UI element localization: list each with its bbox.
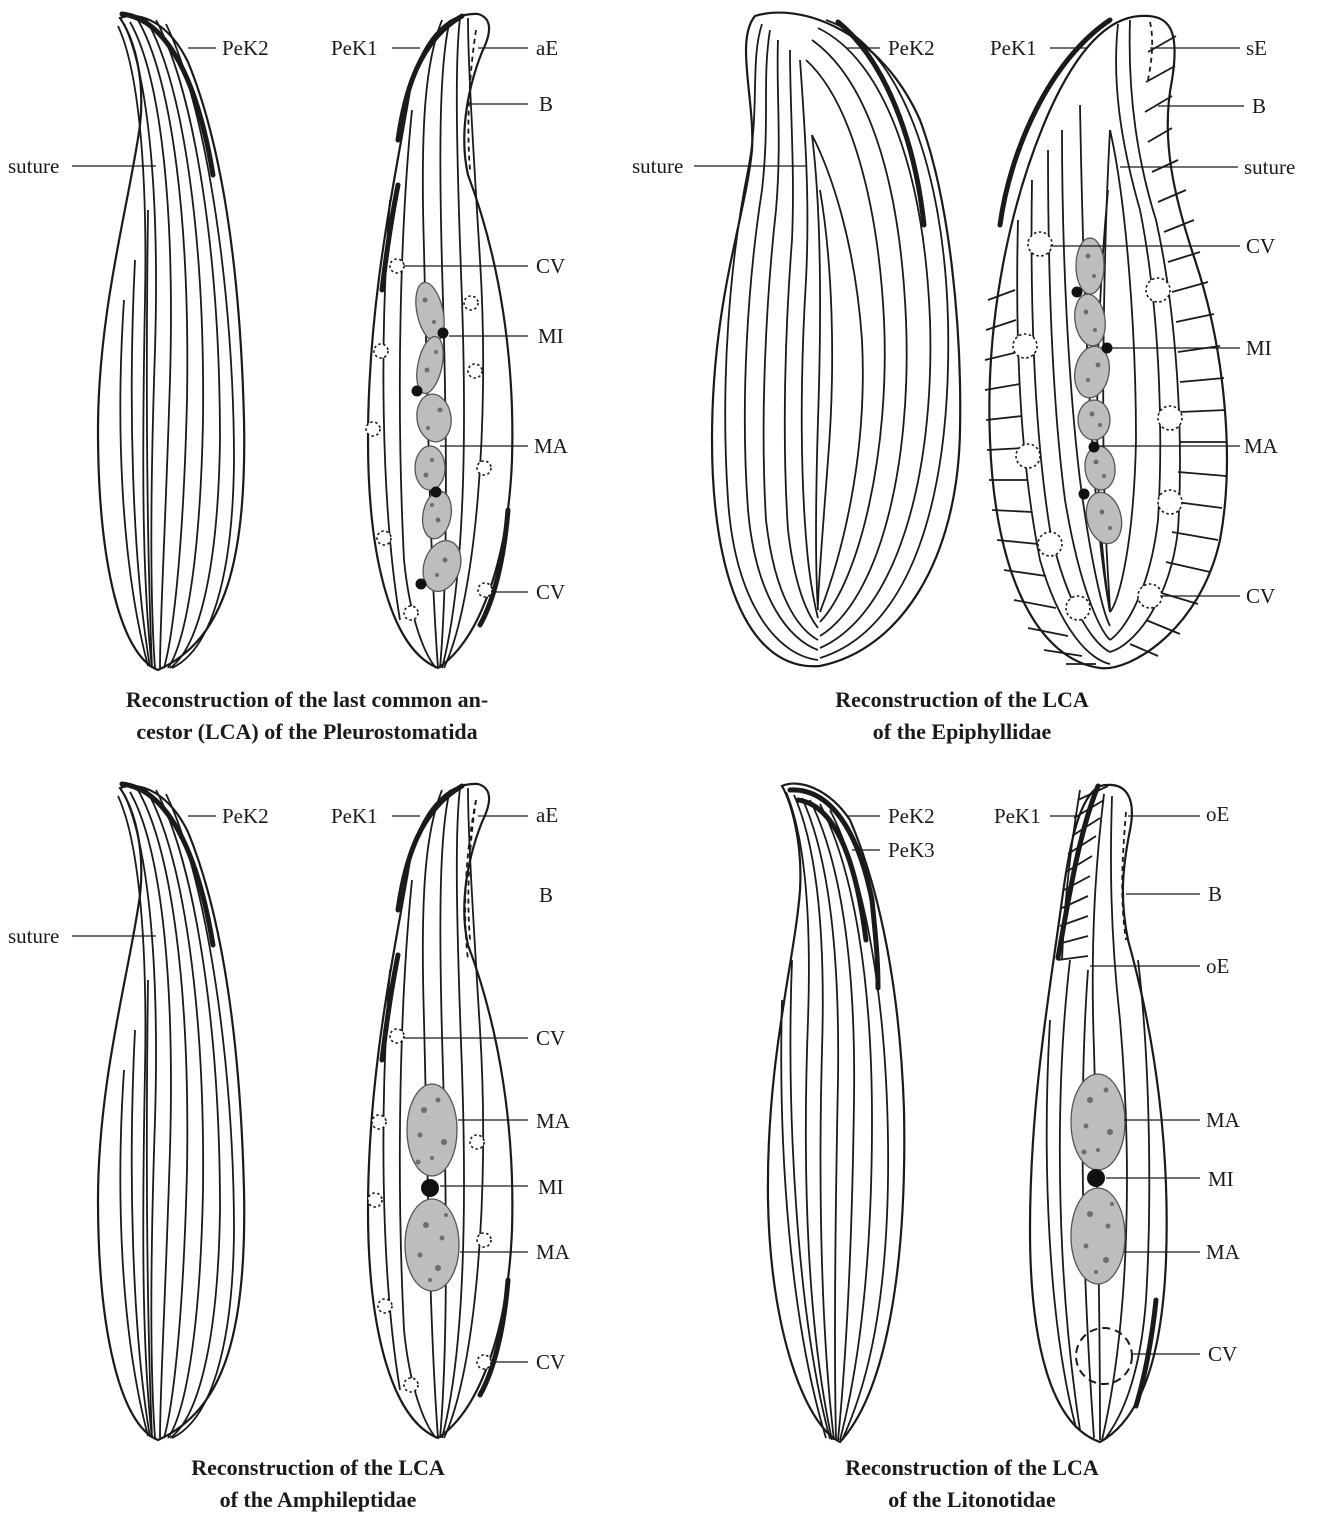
label-mi: MI (538, 324, 564, 348)
label-b: B (1208, 882, 1222, 906)
label-cv-bottom: CV (536, 1350, 565, 1374)
caption-line-2: of the Epiphyllidae (873, 719, 1052, 744)
leader-lines (694, 48, 1244, 596)
label-pek1: PeK1 (331, 36, 378, 60)
caption-line-1: Reconstruction of the last common an- (126, 687, 488, 712)
label-ma-bottom: MA (1206, 1240, 1241, 1264)
panel-pleurostomatida: PeK2 suture PeK1 aE B CV MI MA CV Recons… (8, 14, 569, 744)
caption-line-1: Reconstruction of the LCA (845, 1455, 1099, 1480)
label-ma: MA (534, 434, 569, 458)
label-pek2: PeK2 (222, 36, 269, 60)
label-pek2: PeK2 (888, 36, 935, 60)
hatching-right (1130, 36, 1226, 656)
label-oe-top: oE (1206, 802, 1229, 826)
label-cv: CV (1208, 1342, 1237, 1366)
label-ae: aE (536, 803, 558, 827)
caption-line-1: Reconstruction of the LCA (835, 687, 1089, 712)
label-cv-top: CV (1246, 234, 1275, 258)
label-pek2: PeK2 (888, 804, 935, 828)
caption-line-2: cestor (LCA) of the Pleurostomatida (136, 719, 477, 744)
label-b: B (539, 92, 553, 116)
nuclear-apparatus (411, 280, 467, 596)
panel-litonotidae: PeK2 PeK3 PeK1 oE B oE MA MI MA CV Recon… (768, 784, 1241, 1512)
label-ma-top: MA (1206, 1108, 1241, 1132)
cell-left-view (768, 784, 904, 1442)
panel-epiphyllidae: PeK2 suture PeK1 sE B suture CV MI MA CV… (632, 13, 1295, 744)
label-suture-right: suture (1244, 155, 1295, 179)
label-suture: suture (8, 924, 59, 948)
label-b: B (1252, 94, 1266, 118)
label-ma-bottom: MA (536, 1240, 571, 1264)
label-suture-left: suture (632, 154, 683, 178)
label-oe-bottom: oE (1206, 954, 1229, 978)
cell-left-view (98, 784, 244, 1440)
label-ma-top: MA (536, 1109, 571, 1133)
nuclear-apparatus (1071, 1074, 1125, 1284)
label-cv-bottom: CV (1246, 584, 1275, 608)
caption-line-2: of the Litonotidae (888, 1487, 1056, 1512)
label-cv-bottom: CV (536, 580, 565, 604)
panel-amphileptidae: PeK2 suture PeK1 aE B CV MA MI MA CV Rec… (8, 784, 571, 1512)
nuclear-apparatus (405, 1084, 459, 1291)
label-b: B (539, 883, 553, 907)
label-cv-top: CV (536, 1026, 565, 1050)
label-mi: MI (1246, 336, 1272, 360)
label-suture: suture (8, 154, 59, 178)
label-cv-top: CV (536, 254, 565, 278)
label-ma: MA (1244, 434, 1279, 458)
label-ae: aE (536, 36, 558, 60)
cell-left-view (98, 14, 244, 670)
label-se: sE (1246, 36, 1267, 60)
label-pek2: PeK2 (222, 804, 269, 828)
label-pek1: PeK1 (994, 804, 1041, 828)
caption-line-1: Reconstruction of the LCA (191, 1455, 445, 1480)
label-pek1: PeK1 (331, 804, 378, 828)
caption-line-2: of the Amphileptidae (220, 1487, 417, 1512)
nuclear-apparatus (1071, 238, 1127, 547)
contractile-vacuole (1076, 1328, 1132, 1384)
cell-left-view (712, 13, 960, 667)
label-mi: MI (538, 1175, 564, 1199)
label-pek3: PeK3 (888, 838, 935, 862)
label-mi: MI (1208, 1167, 1234, 1191)
label-pek1: PeK1 (990, 36, 1037, 60)
